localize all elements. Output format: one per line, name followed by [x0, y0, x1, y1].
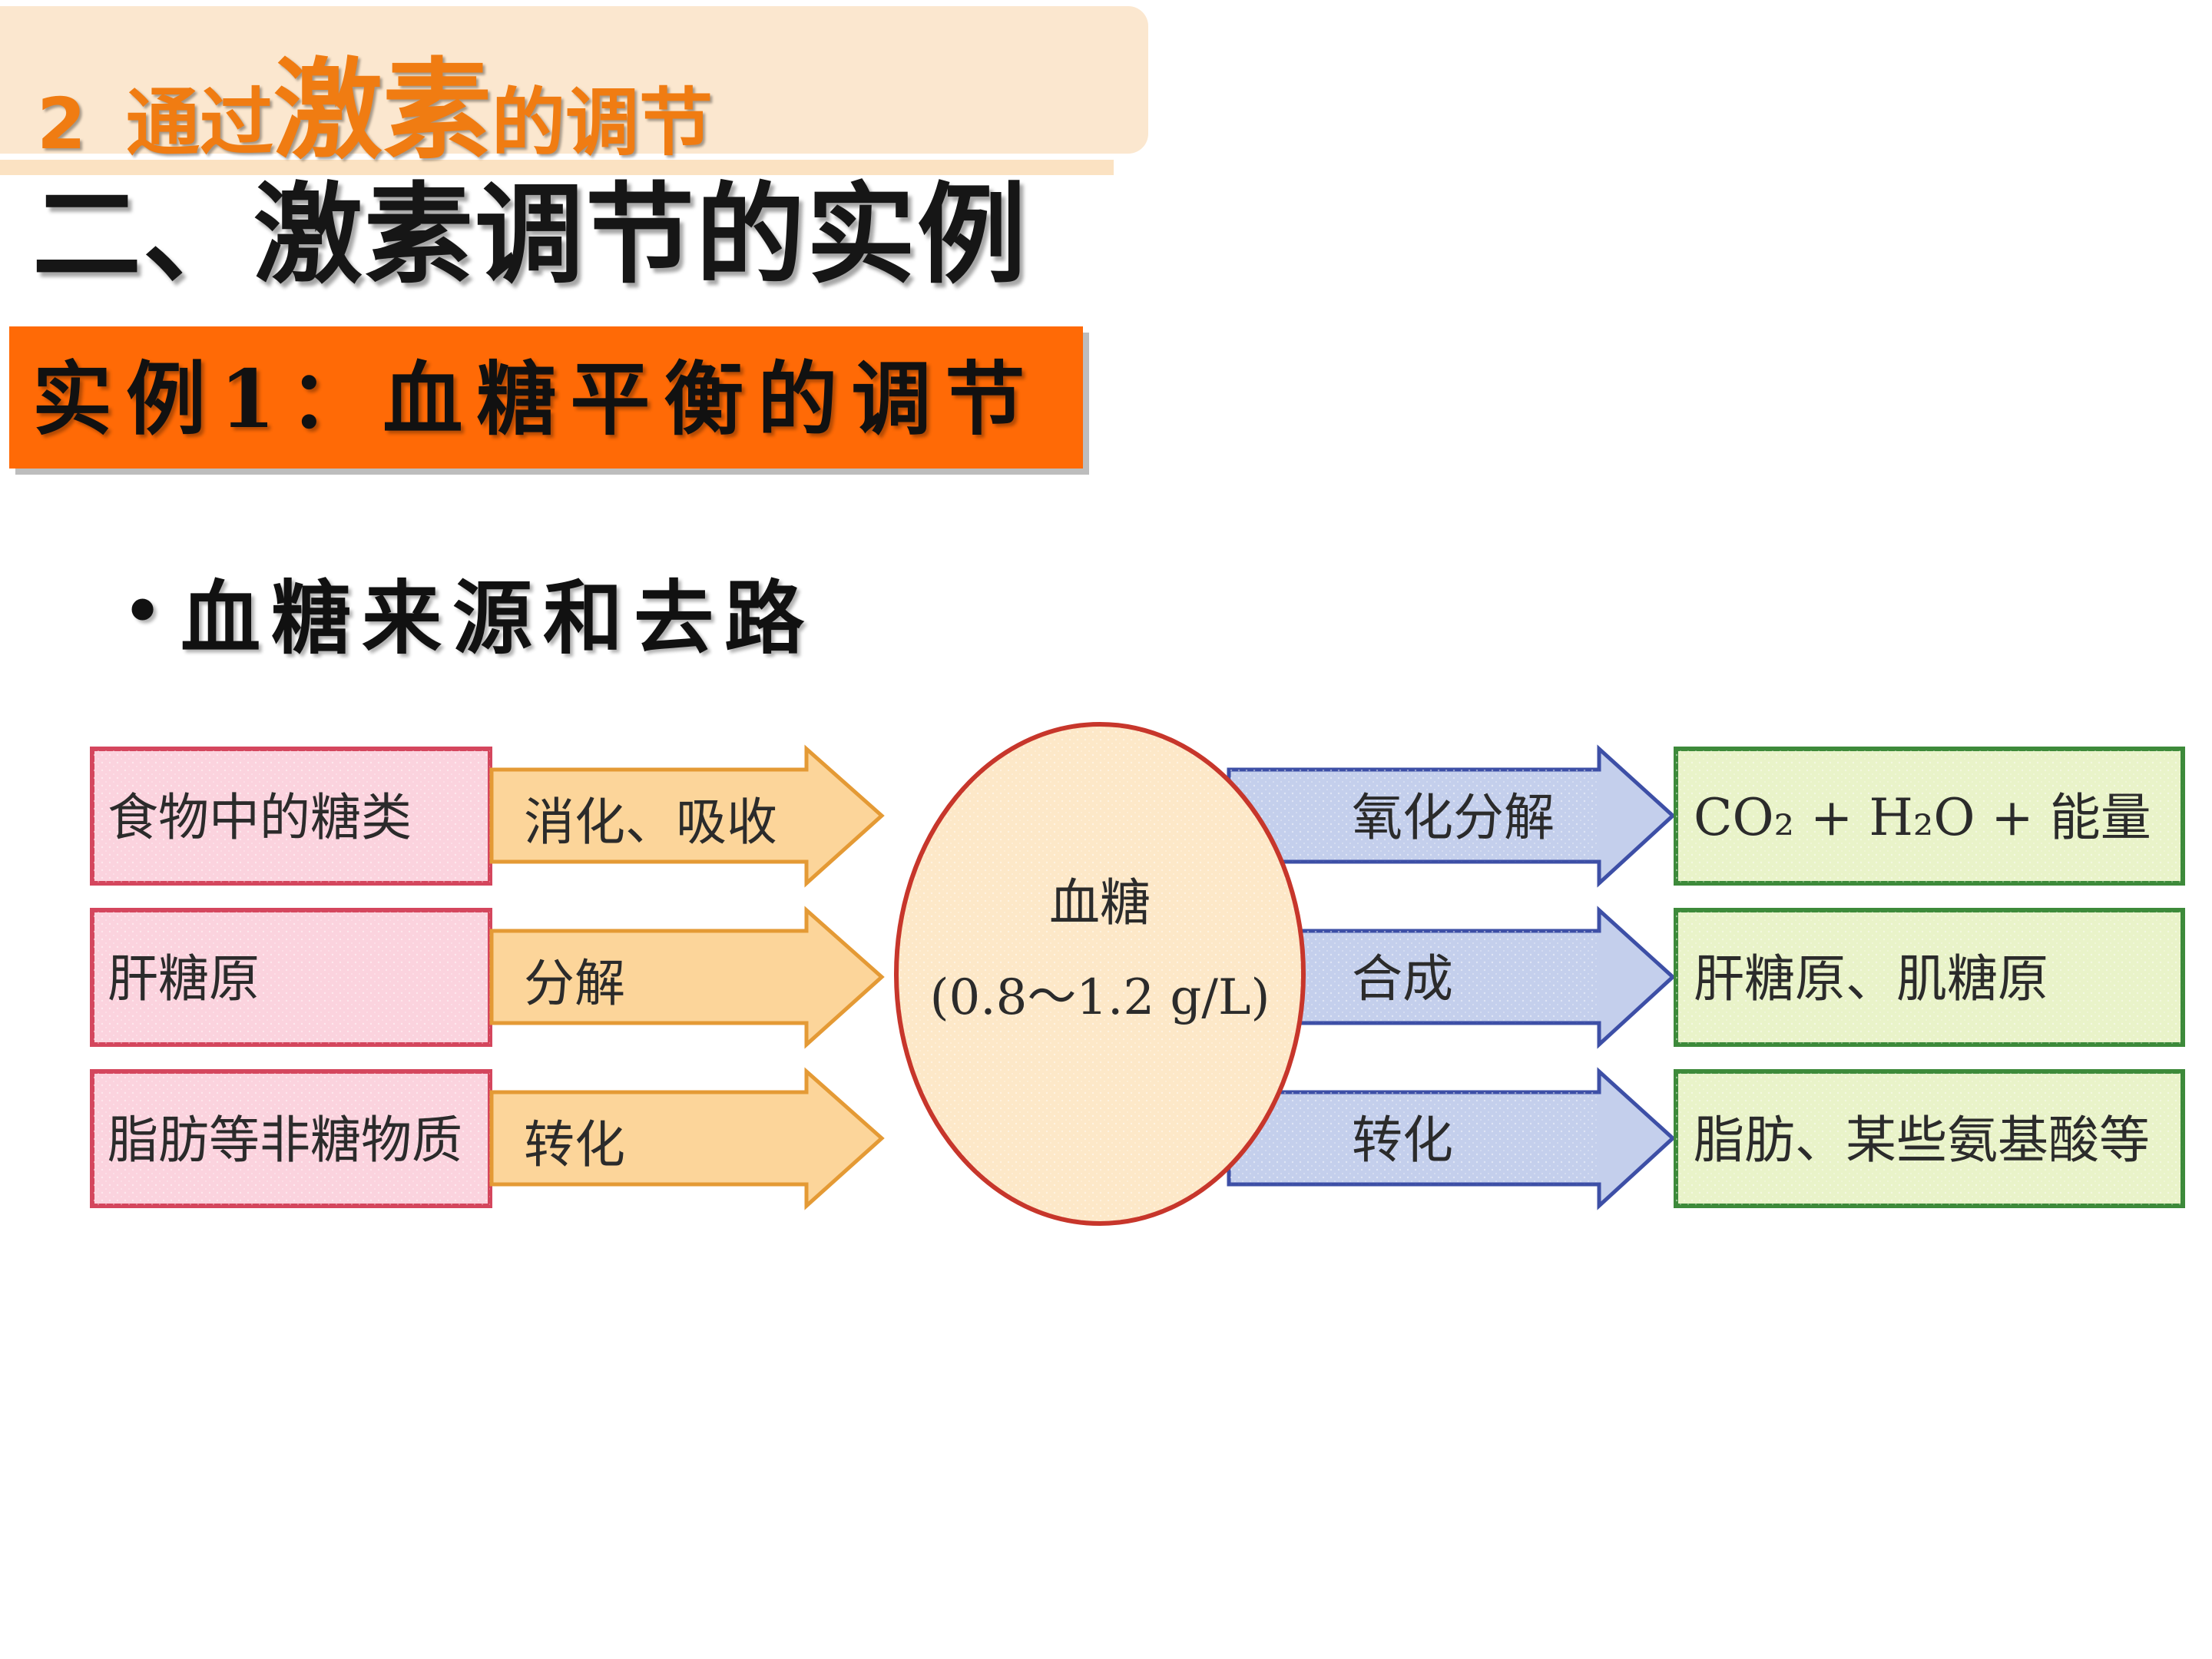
- header-banner: [0, 6, 1148, 154]
- section-title-part3: 的调节: [492, 80, 714, 166]
- source-arrow-1-label: 消化、吸收: [524, 793, 777, 852]
- source-box-3: 脂肪等非糖物质: [90, 1069, 492, 1208]
- source-arrow-3: 转化: [489, 1067, 885, 1210]
- dest-arrow-3-label: 转化: [1352, 1111, 1453, 1170]
- dest-box-2-label: 肝糖原、肌糖原: [1694, 949, 2048, 1008]
- section-title-part2: 激素: [273, 48, 492, 174]
- section-number: 2: [37, 83, 87, 165]
- blood-sugar-range: (0.8～1.2 g/L): [930, 969, 1270, 1026]
- source-box-3-label: 脂肪等非糖物质: [108, 1111, 462, 1170]
- source-arrow-2: 分解: [489, 906, 885, 1049]
- blood-sugar-label: 血糖: [1049, 873, 1151, 932]
- bullet-text: 血糖来源和去路: [180, 571, 816, 665]
- dest-arrow-3: 转化: [1227, 1067, 1676, 1210]
- section-title-part1: 通过: [126, 80, 274, 166]
- example-banner: [9, 326, 1083, 469]
- dest-box-2: 肝糖原、肌糖原: [1674, 908, 2185, 1047]
- source-box-1-label: 食物中的糖类: [108, 788, 412, 847]
- header-stripe: [0, 160, 1114, 175]
- dest-box-1-label: CO₂ + H₂O + 能量: [1694, 788, 2151, 847]
- bullet-item: •血糖来源和去路: [123, 549, 815, 672]
- dest-box-3: 脂肪、某些氨基酸等: [1674, 1069, 2185, 1208]
- source-arrow-3-label: 转化: [524, 1115, 625, 1174]
- source-arrow-1: 消化、吸收: [489, 744, 885, 888]
- dest-arrow-1-label: 氧化分解: [1352, 788, 1555, 847]
- page-heading: 二、激素调节的实例: [32, 172, 1028, 299]
- source-arrow-2-shape: [489, 906, 885, 1049]
- source-box-1: 食物中的糖类: [90, 747, 492, 886]
- example-label: 实例1：血糖平衡的调节: [32, 352, 1039, 446]
- source-arrow-2-label: 分解: [524, 954, 625, 1013]
- bullet-dot: •: [123, 575, 174, 647]
- source-box-2-label: 肝糖原: [108, 949, 260, 1008]
- dest-box-3-label: 脂肪、某些氨基酸等: [1694, 1111, 2150, 1170]
- dest-arrow-2-label: 合成: [1352, 949, 1453, 1008]
- source-box-2: 肝糖原: [90, 908, 492, 1047]
- source-arrow-3-shape: [489, 1067, 885, 1210]
- section-title: 2 通过 激素 的调节: [37, 22, 713, 174]
- source-arrow-1-shape: [489, 744, 885, 888]
- dest-box-1: CO₂ + H₂O + 能量: [1674, 747, 2185, 886]
- blood-sugar-node: 血糖 (0.8～1.2 g/L): [894, 722, 1306, 1226]
- dest-arrow-1: 氧化分解: [1227, 744, 1676, 888]
